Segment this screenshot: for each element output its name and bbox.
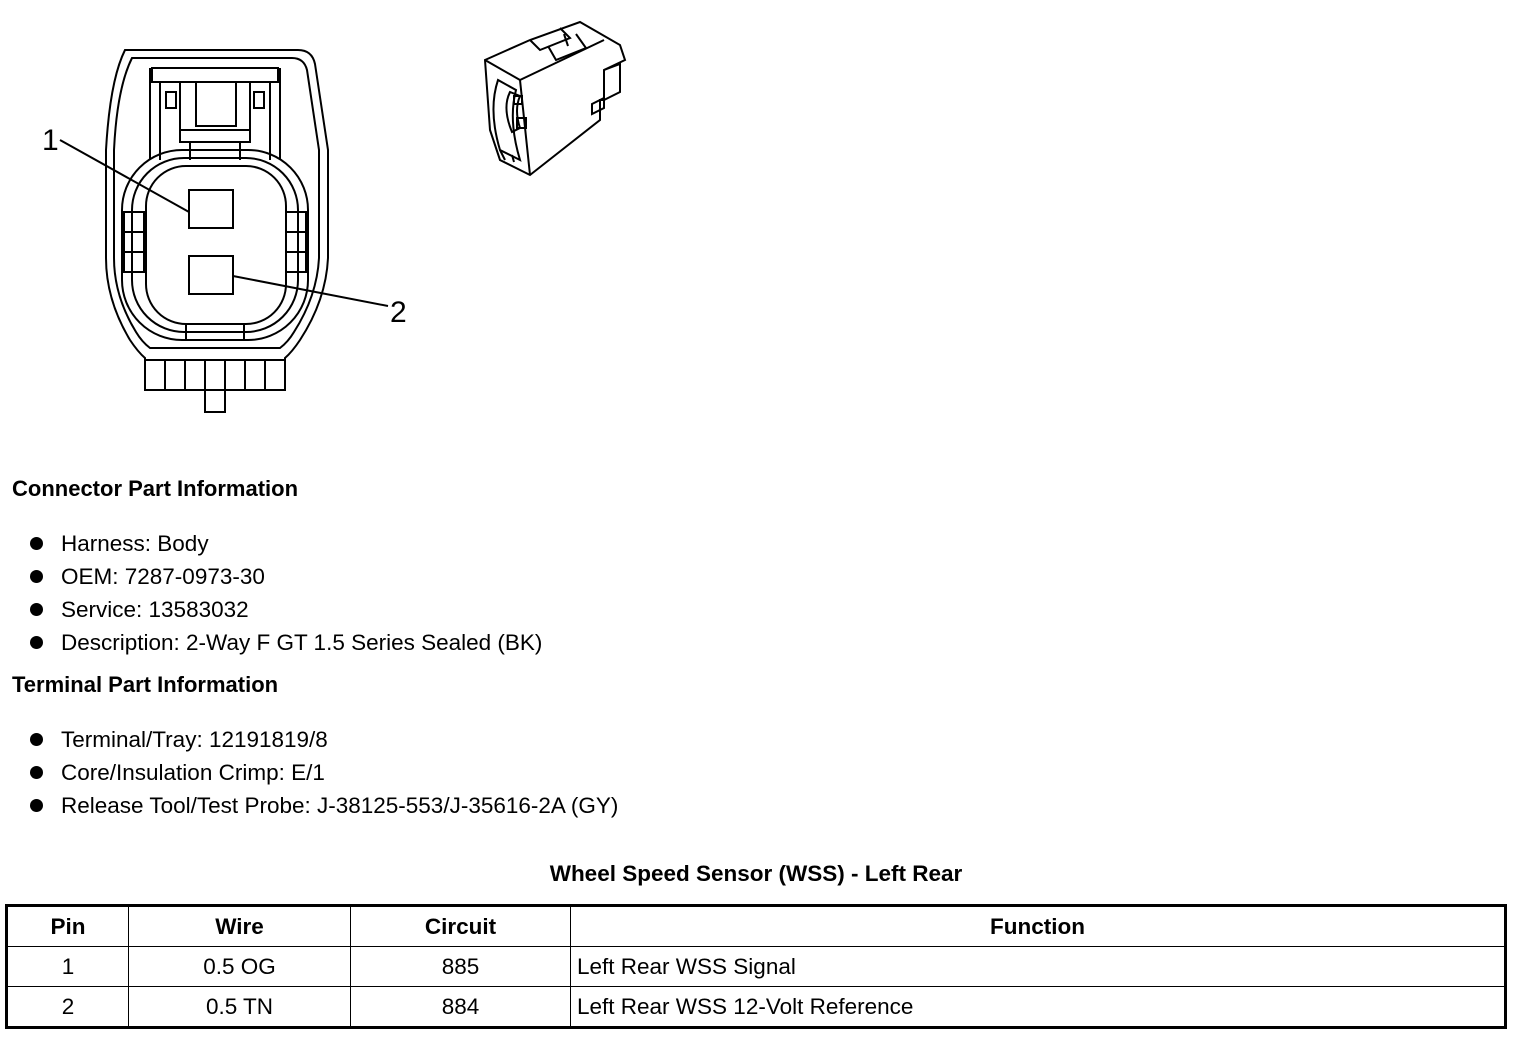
bullet-icon	[30, 570, 43, 583]
callout-1: 1	[42, 124, 59, 157]
terminal-part-info-heading: Terminal Part Information	[12, 672, 279, 697]
connector-isometric-view	[483, 20, 627, 177]
bullet-icon	[30, 636, 43, 649]
cell-wire: 0.5 TN	[128, 986, 351, 1028]
pinout-table-title: Wheel Speed Sensor (WSS) - Left Rear	[549, 861, 963, 886]
column-header-function: Function	[570, 905, 1506, 947]
list-item: Description: 2-Way F GT 1.5 Series Seale…	[28, 626, 542, 659]
pinout-table: Pin Wire Circuit Function 1 0.5 OG 885 L…	[5, 904, 1507, 1029]
bullet-icon	[30, 799, 43, 812]
bullet-icon	[30, 537, 43, 550]
connector-face-diagram: 1 2	[42, 20, 627, 413]
cell-circuit: 884	[350, 986, 571, 1028]
bullet-icon	[30, 733, 43, 746]
connector-part-info-list: Harness: Body OEM: 7287-0973-30 Service:…	[28, 527, 542, 659]
terminal-part-info-list: Terminal/Tray: 12191819/8 Core/Insulatio…	[28, 723, 618, 822]
list-item: Service: 13583032	[28, 593, 542, 626]
column-header-wire: Wire	[128, 905, 351, 947]
bullet-icon	[30, 766, 43, 779]
list-item: Terminal/Tray: 12191819/8	[28, 723, 618, 756]
list-item: Release Tool/Test Probe: J-38125-553/J-3…	[28, 789, 618, 822]
cell-function: Left Rear WSS 12-Volt Reference	[570, 986, 1506, 1028]
column-header-pin: Pin	[6, 905, 129, 947]
list-item: Core/Insulation Crimp: E/1	[28, 756, 618, 789]
table-row: 1 0.5 OG 885 Left Rear WSS Signal	[6, 946, 1506, 987]
bullet-icon	[30, 603, 43, 616]
cell-function: Left Rear WSS Signal	[570, 946, 1506, 987]
column-header-circuit: Circuit	[350, 905, 571, 947]
connector-part-info-heading: Connector Part Information	[12, 476, 299, 501]
list-item: Harness: Body	[28, 527, 542, 560]
cell-wire: 0.5 OG	[128, 946, 351, 987]
table-row: 2 0.5 TN 884 Left Rear WSS 12-Volt Refer…	[6, 986, 1506, 1028]
cell-circuit: 885	[350, 946, 571, 987]
list-item: OEM: 7287-0973-30	[28, 560, 542, 593]
table-header-row: Pin Wire Circuit Function	[6, 905, 1506, 947]
cell-pin: 2	[6, 986, 129, 1028]
cell-pin: 1	[6, 946, 129, 987]
callout-2: 2	[390, 296, 407, 329]
